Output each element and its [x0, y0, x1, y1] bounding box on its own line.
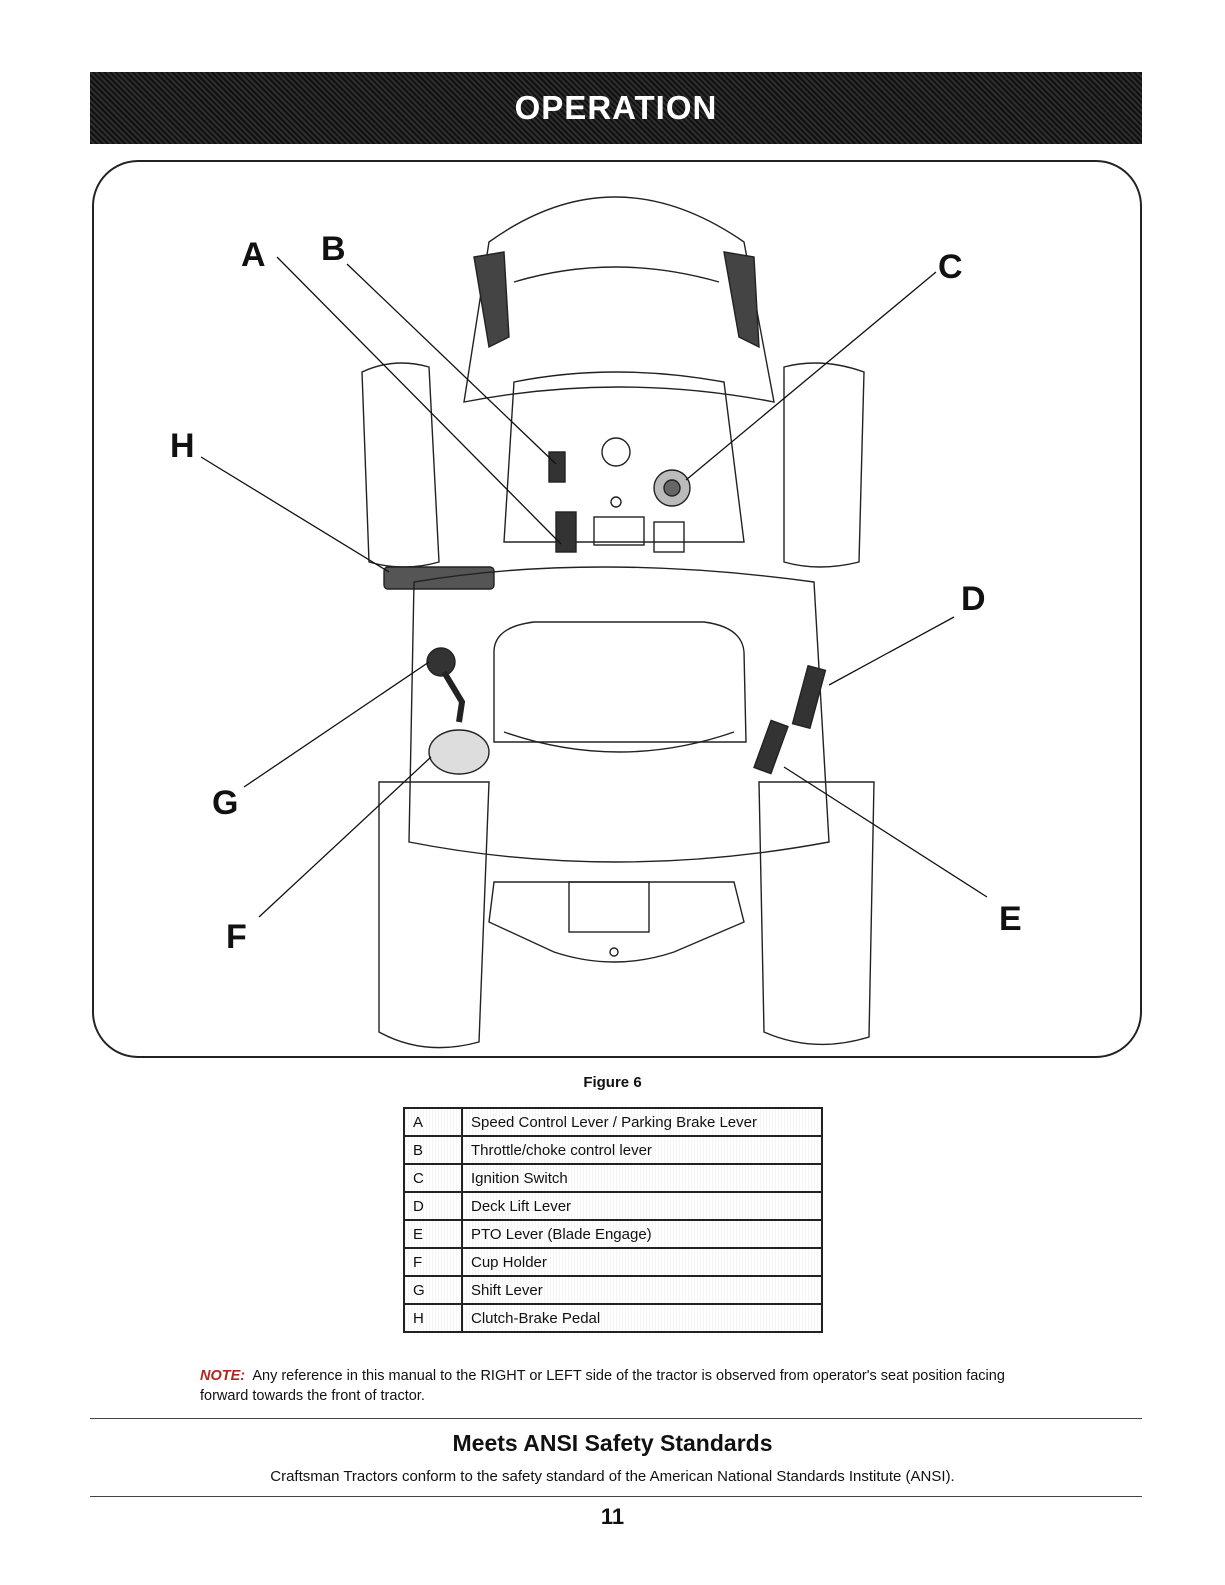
hood	[463, 196, 775, 403]
note-paragraph: NOTE: Any reference in this manual to th…	[200, 1366, 1030, 1406]
callout-e: E	[999, 900, 1022, 938]
front-wheel-left	[361, 362, 440, 568]
deck-lift-lever	[791, 664, 827, 730]
legend-key: C	[403, 1163, 463, 1193]
page-number: 11	[600, 1504, 625, 1529]
legend-label: Ignition Switch	[461, 1163, 823, 1193]
legend-key: A	[403, 1107, 463, 1137]
callout-h: H	[170, 427, 195, 465]
legend-label: PTO Lever (Blade Engage)	[461, 1219, 823, 1249]
legend-label: Cup Holder	[461, 1247, 823, 1277]
callout-c: C	[938, 248, 963, 286]
pto-lever	[753, 719, 789, 775]
rear-wheel-right	[758, 781, 875, 1046]
legend-key: G	[403, 1275, 463, 1305]
callout-g: G	[212, 784, 239, 822]
figure-caption: Figure 6	[583, 1074, 642, 1091]
note-label: NOTE:	[200, 1368, 246, 1384]
cup-holder	[428, 729, 490, 775]
callout-a: A	[241, 236, 266, 274]
note-text: Any reference in this manual to the RIGH…	[200, 1368, 1005, 1404]
legend-key: F	[403, 1247, 463, 1277]
dash-panel	[503, 371, 745, 543]
throttle-lever	[548, 451, 566, 483]
section-header-bar: OPERATION	[90, 72, 1142, 144]
divider-top	[90, 1418, 1142, 1419]
shift-knob	[426, 647, 456, 677]
seat-back	[503, 731, 735, 753]
front-wheel-right	[783, 362, 865, 568]
callout-f: F	[226, 918, 247, 956]
hood-vent-right	[723, 251, 760, 349]
callout-lines	[200, 256, 988, 918]
divider-bottom	[90, 1496, 1142, 1497]
legend-label: Speed Control Lever / Parking Brake Leve…	[461, 1107, 823, 1137]
legend-label: Deck Lift Lever	[461, 1191, 823, 1221]
hood-inner	[513, 266, 720, 283]
legend-key: B	[403, 1135, 463, 1165]
tractor-controls-figure: A B C D E F G H	[92, 160, 1142, 1058]
speed-lever	[555, 511, 577, 553]
legend-key: H	[403, 1303, 463, 1333]
legend-label: Clutch-Brake Pedal	[461, 1303, 823, 1333]
dash-display-right	[653, 521, 685, 553]
seat	[493, 621, 747, 743]
legend-key: D	[403, 1191, 463, 1221]
legend-label: Shift Lever	[461, 1275, 823, 1305]
shift-shaft	[441, 670, 466, 723]
legend-label: Throttle/choke control lever	[461, 1135, 823, 1165]
legend-key: E	[403, 1219, 463, 1249]
rear-frame	[488, 881, 745, 963]
hitch	[568, 881, 650, 933]
dash-gauge	[601, 437, 631, 467]
tractor-illustration	[200, 196, 988, 1049]
dash-indicator	[610, 496, 622, 508]
dash-display-left	[593, 516, 645, 546]
fender-body	[408, 566, 830, 863]
section-title: OPERATION	[514, 89, 718, 126]
ansi-heading: Meets ANSI Safety Standards	[452, 1430, 773, 1456]
rear-wheel-left	[378, 781, 490, 1049]
callout-d: D	[961, 580, 986, 618]
ansi-statement: Craftsman Tractors conform to the safety…	[270, 1468, 955, 1485]
callout-b: B	[321, 230, 346, 268]
hood-vent-left	[473, 251, 510, 349]
